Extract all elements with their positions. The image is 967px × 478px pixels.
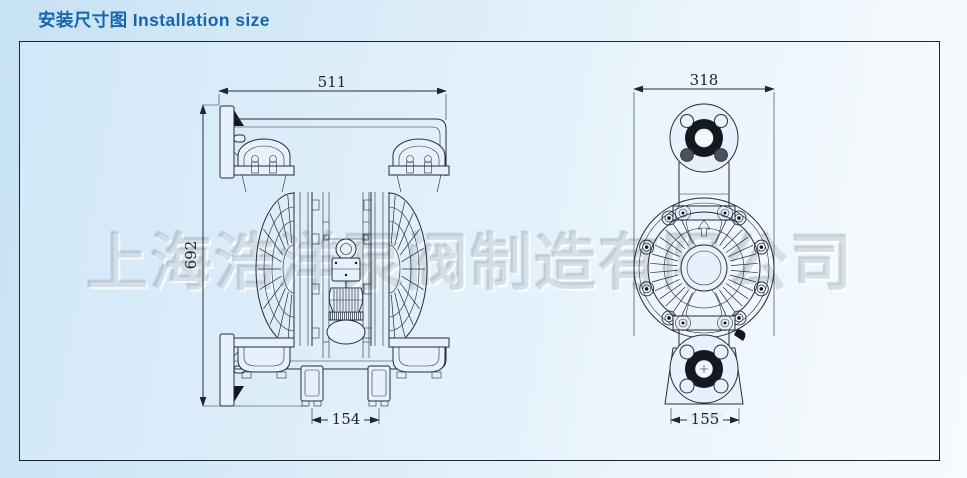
front-air-valve-assembly <box>323 234 369 345</box>
side-base-width-dim-label: 155 <box>691 410 720 428</box>
front-inlet-flange <box>219 105 249 179</box>
front-feet <box>300 365 391 407</box>
side-width-dim-label: 318 <box>690 71 719 89</box>
installation-drawing: 511 692 <box>182 71 775 428</box>
front-outlet-flange <box>219 333 249 407</box>
front-right-chamber <box>363 192 428 346</box>
front-left-bottom-cap <box>233 337 295 379</box>
front-height-dim-label: 692 <box>182 241 200 270</box>
drawing-panel: 上海浩洋泵阀制造有限公司 511 <box>19 41 940 461</box>
side-view-drawing: 318 <box>633 71 775 428</box>
side-base-width-dimension: 155 <box>670 408 740 428</box>
muffler-collar-ticks <box>330 312 361 320</box>
rotation-mark-icon <box>734 329 746 341</box>
front-top-manifold <box>234 118 447 176</box>
front-right-dome-ribs <box>390 195 425 343</box>
front-width-dimension: 511 <box>218 73 447 120</box>
side-top-flange <box>669 103 739 173</box>
side-width-dimension: 318 <box>633 71 775 336</box>
front-foot-spacing-dim-label: 154 <box>332 410 361 428</box>
side-top-clamp-band <box>672 205 736 221</box>
front-left-dome-ribs <box>258 195 293 343</box>
side-top-neck <box>678 162 730 206</box>
front-left-chamber <box>255 192 320 346</box>
side-bottom-flange <box>669 334 739 404</box>
side-bottom-clamp-band <box>672 315 746 341</box>
side-body-ribs <box>650 218 758 318</box>
flow-direction-arrow-icon <box>697 219 711 237</box>
front-right-top-cap <box>388 138 450 193</box>
front-height-dimension: 692 <box>182 104 308 407</box>
front-width-dim-label: 511 <box>318 73 347 91</box>
side-pump-body <box>633 197 775 339</box>
front-view-drawing: 511 692 <box>182 73 450 428</box>
front-foot-spacing-dimension: 154 <box>311 408 380 428</box>
front-left-top-cap <box>233 138 295 193</box>
page-title: 安装尺寸图 Installation size <box>38 10 270 30</box>
front-right-bottom-cap <box>388 337 450 379</box>
